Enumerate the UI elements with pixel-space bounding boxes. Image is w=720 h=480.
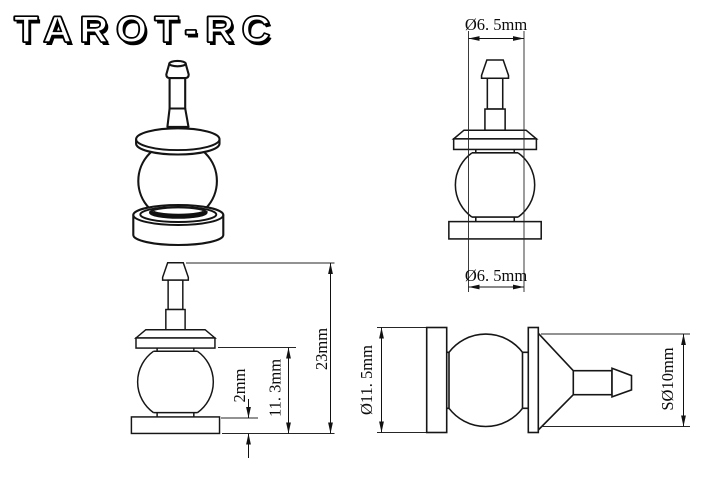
dimension-stem-diameter: Ø6. 5mm Ø6. 5mm — [465, 15, 528, 292]
base-front-rim-3d — [132, 214, 225, 226]
dim-label-stem-bottom: Ø6. 5mm — [465, 266, 528, 285]
dimension-base-diameter: Ø11. 5mm — [357, 327, 426, 433]
base-plate-side — [425, 326, 448, 434]
flange-plate-side — [527, 326, 540, 434]
ball-seat-shadow-3d — [149, 210, 208, 219]
view-front-lower: 23mm 11. 3mm 2mm — [130, 261, 335, 458]
stem-shaft-side — [572, 369, 613, 396]
ball-flats-side — [448, 352, 524, 409]
dim-label-flange-height: 11. 3mm — [266, 359, 285, 417]
dimension-ball-diameter: SØ10mm — [541, 333, 690, 427]
flange-front-rim-3d — [135, 139, 221, 152]
ball-outline-side — [448, 333, 524, 428]
dim-label-total-height: 23mm — [312, 328, 331, 370]
stem-barb-side — [611, 367, 633, 399]
neck-lines-side — [446, 351, 529, 410]
extension-lines — [377, 327, 426, 433]
brand-logo: TAROT-RC — [13, 9, 278, 51]
dimension-base-thickness: 2mm — [221, 368, 258, 458]
view-perspective-3d — [132, 59, 225, 247]
extension-lines — [186, 262, 335, 434]
extension-lines — [468, 31, 525, 292]
dim-label-ball-diameter: SØ10mm — [658, 347, 677, 410]
barb-tip-3d — [168, 59, 187, 68]
extension-lines — [541, 333, 690, 427]
flange-taper-side — [537, 331, 575, 432]
view-front-upper: Ø6. 5mm Ø6. 5mm — [448, 15, 542, 292]
dimension-total-height: 23mm — [186, 262, 335, 434]
dim-label-base-diameter: Ø11. 5mm — [357, 345, 376, 415]
dimension-flange-to-base: 11. 3mm — [218, 347, 296, 434]
view-side: Ø11. 5mm SØ10mm — [357, 326, 690, 434]
stem-flare-3d — [166, 107, 190, 128]
stem-3d — [168, 77, 187, 110]
dim-label-stem-top: Ø6. 5mm — [465, 15, 528, 34]
dim-label-base-thickness: 2mm — [230, 368, 249, 402]
